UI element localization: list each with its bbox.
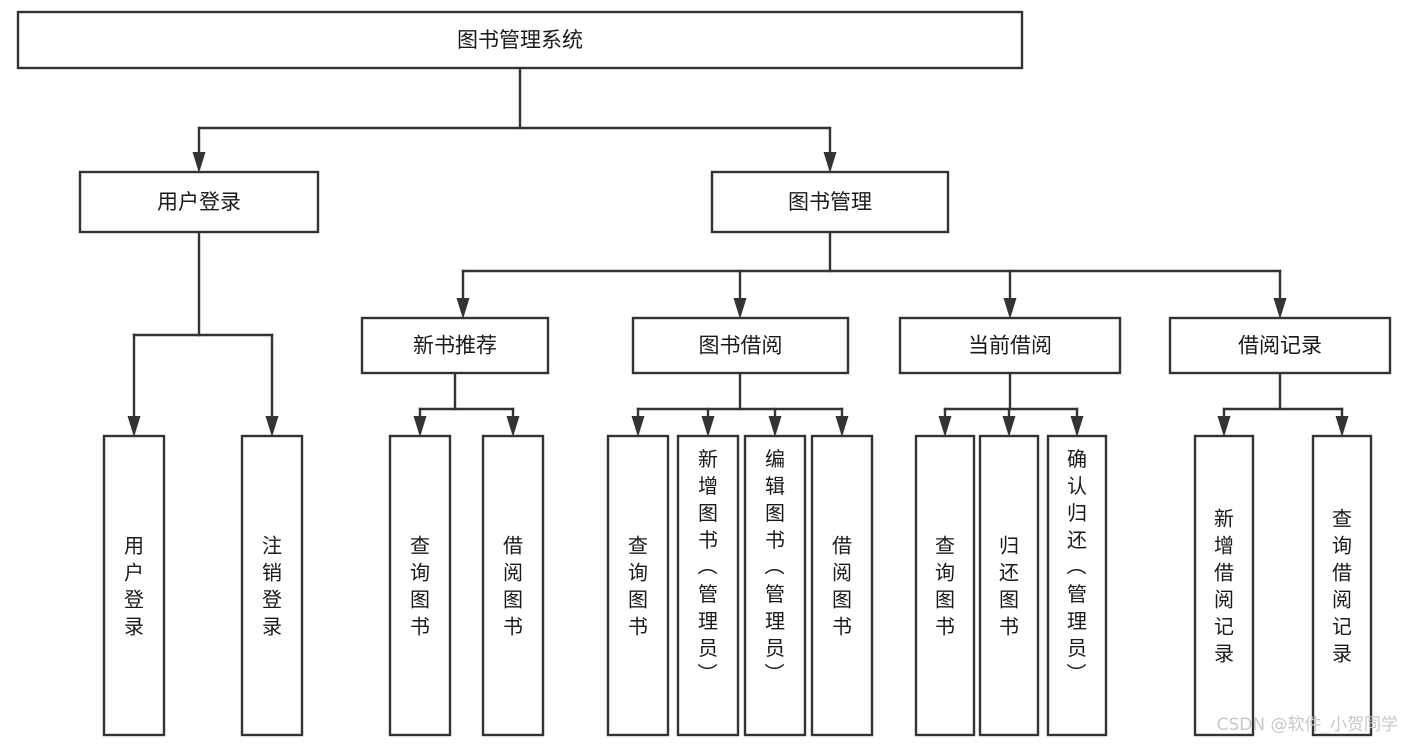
node-leaf-query-book-3[interactable]: 查询图书 [914,434,976,737]
node-leaf-user-login[interactable]: 用户登录 [102,434,166,737]
arrow-head-icon [506,416,520,437]
node-label: 确认归还（管理员） [1066,447,1087,687]
node-current-borrow[interactable]: 当前借阅 [898,316,1122,375]
node-label: 借阅图书 [832,534,852,639]
node-label: 用户登录 [157,190,241,214]
node-box[interactable] [16,10,1024,70]
node-leaf-add-book[interactable]: 新增图书（管理员） [676,434,740,737]
arrow-head-icon [823,152,837,173]
node-label: 图书借阅 [699,334,783,358]
node-leaf-logout[interactable]: 注销登录 [240,434,304,737]
node-label: 图书管理 [788,190,872,214]
node-box[interactable] [240,434,304,737]
arrow-head-icon [265,416,279,437]
arrow-head-icon [1335,416,1349,437]
node-leaf-add-record[interactable]: 新增借阅记录 [1193,434,1255,737]
node-box[interactable] [676,434,740,737]
node-box[interactable] [1168,316,1392,375]
node-leaf-confirm-return[interactable]: 确认归还（管理员） [1046,434,1108,737]
connector-group [1217,371,1349,437]
node-leaf-edit-book[interactable]: 编辑图书（管理员） [743,434,807,737]
node-user-login[interactable]: 用户登录 [78,170,320,234]
connector-group [631,371,849,437]
node-label: 借阅记录 [1238,334,1322,358]
node-book-manage[interactable]: 图书管理 [710,170,950,234]
arrow-head-icon [413,416,427,437]
connector-group [456,230,1287,319]
arrow-head-icon [631,416,645,437]
node-box[interactable] [360,316,550,375]
node-new-book-rec[interactable]: 新书推荐 [360,316,550,375]
connector-group [192,66,837,173]
node-label: 新增借阅记录 [1214,507,1234,666]
arrow-head-icon [1003,298,1017,319]
node-label: 新书推荐 [413,334,497,358]
node-box[interactable] [388,434,452,737]
node-leaf-borrow-book-2[interactable]: 借阅图书 [810,434,874,737]
arrow-head-icon [1002,416,1016,437]
node-label: 查询图书 [410,534,430,639]
connector-layer [127,66,1349,437]
arrow-head-icon [1273,298,1287,319]
node-label: 借阅图书 [503,534,523,639]
arrow-head-icon [938,416,952,437]
node-box[interactable] [481,434,545,737]
node-box[interactable] [978,434,1040,737]
arrow-head-icon [1217,416,1231,437]
arrow-head-icon [835,416,849,437]
connector-group [413,371,520,437]
node-box[interactable] [1311,434,1373,737]
node-label: 归还图书 [999,534,1019,639]
node-label: 查询图书 [628,534,648,639]
node-leaf-query-record[interactable]: 查询借阅记录 [1311,434,1373,737]
node-root[interactable]: 图书管理系统 [16,10,1024,70]
node-leaf-query-book-1[interactable]: 查询图书 [388,434,452,737]
arrow-head-icon [1070,416,1084,437]
node-box[interactable] [743,434,807,737]
node-label: 用户登录 [124,534,144,639]
node-box[interactable] [606,434,670,737]
node-box[interactable] [1193,434,1255,737]
node-box[interactable] [78,170,320,234]
node-label: 查询图书 [935,534,955,639]
node-label: 当前借阅 [968,334,1052,358]
node-label: 注销登录 [262,534,282,639]
node-label: 新增图书（管理员） [697,447,718,687]
arrow-head-icon [192,152,206,173]
arrow-head-icon [127,416,141,437]
connector-group [938,371,1084,437]
node-leaf-query-book-2[interactable]: 查询图书 [606,434,670,737]
node-box[interactable] [710,170,950,234]
node-box[interactable] [631,316,850,375]
arrow-head-icon [733,298,747,319]
connector-group [127,230,279,437]
arrow-head-icon [768,416,782,437]
node-label: 编辑图书（管理员） [764,447,785,687]
node-label: 图书管理系统 [457,28,583,52]
arrow-head-icon [456,298,470,319]
node-leaf-borrow-book-1[interactable]: 借阅图书 [481,434,545,737]
node-box[interactable] [898,316,1122,375]
node-label: 查询借阅记录 [1332,507,1352,666]
arrow-head-icon [701,416,715,437]
node-borrow-record[interactable]: 借阅记录 [1168,316,1392,375]
node-box[interactable] [810,434,874,737]
node-leaf-return-book[interactable]: 归还图书 [978,434,1040,737]
node-box[interactable] [1046,434,1108,737]
node-box[interactable] [102,434,166,737]
node-layer: 图书管理系统用户登录图书管理新书推荐图书借阅当前借阅借阅记录用户登录注销登录查询… [16,10,1392,737]
csdn-watermark: CSDN @软件_小贺同学 [1217,715,1398,735]
node-book-borrow[interactable]: 图书借阅 [631,316,850,375]
node-box[interactable] [914,434,976,737]
